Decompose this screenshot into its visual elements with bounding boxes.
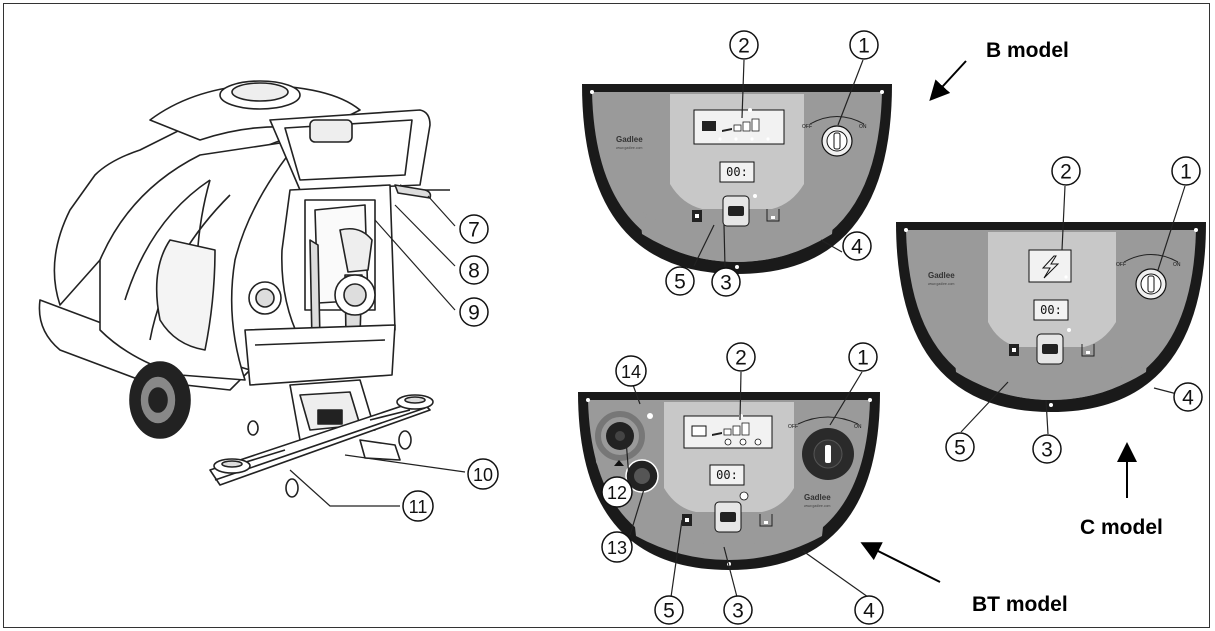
callout-8: 8 — [459, 255, 489, 285]
panel-b: 00: Gadlee www.gadlee.com OFF ON — [582, 84, 892, 274]
machine-leader-lines — [289, 195, 466, 507]
callout-b-3: 3 — [711, 267, 741, 297]
brand-url: www.gadlee.com — [928, 282, 955, 286]
svg-text:4: 4 — [863, 600, 875, 623]
key-on-label: ON — [859, 124, 867, 130]
panel-bt: 00: OFF ON Gadlee www.gadlee.com — [578, 392, 880, 570]
callout-bt-12: 12 — [601, 476, 633, 508]
callout-b-1: 1 — [849, 30, 879, 60]
callout-9: 9 — [459, 297, 489, 327]
key-off-label: OFF — [788, 424, 798, 430]
callout-10: 10 — [467, 458, 499, 490]
counter-display: 00: — [726, 165, 748, 179]
svg-text:2: 2 — [738, 35, 750, 58]
svg-text:1: 1 — [858, 35, 870, 58]
callout-c-1: 1 — [1171, 156, 1201, 186]
scrubber-machine — [38, 80, 450, 498]
brand-logo-text: Gadlee — [804, 493, 831, 502]
arrow-bt-model — [860, 542, 941, 583]
svg-text:1: 1 — [1180, 161, 1192, 184]
model-arrows — [860, 60, 1137, 583]
callout-c-3: 3 — [1032, 434, 1062, 464]
callout-c-5: 5 — [945, 432, 975, 462]
svg-text:10: 10 — [473, 465, 493, 485]
callout-bt-3: 3 — [723, 595, 753, 625]
svg-text:8: 8 — [468, 260, 480, 283]
svg-text:3: 3 — [732, 600, 744, 623]
brand-url: www.gadlee.com — [804, 504, 831, 508]
panel-c: 00: Gadlee www.gadlee.com OFF ON — [896, 222, 1206, 412]
brand-url: www.gadlee.com — [616, 146, 643, 150]
svg-text:12: 12 — [607, 483, 627, 503]
callout-7: 7 — [459, 214, 489, 244]
callout-bt-2: 2 — [726, 342, 756, 372]
callout-c-4: 4 — [1173, 382, 1203, 412]
counter-display: 00: — [1040, 303, 1062, 317]
callout-bt-4: 4 — [854, 595, 884, 625]
callout-bt-14: 14 — [615, 355, 647, 387]
svg-text:5: 5 — [663, 600, 675, 623]
callout-bt-5: 5 — [654, 595, 684, 625]
svg-text:9: 9 — [468, 302, 480, 325]
brand-logo-text: Gadlee — [616, 135, 643, 144]
key-on-label: ON — [1173, 262, 1181, 268]
figure-border — [3, 3, 1210, 628]
svg-text:4: 4 — [1182, 387, 1194, 410]
key-off-label: OFF — [1116, 262, 1126, 268]
svg-text:7: 7 — [468, 219, 480, 242]
arrow-b-model — [929, 60, 967, 101]
key-off-label: OFF — [802, 124, 812, 130]
callouts: 7 8 9 10 11 2 1 4 5 3 2 1 4 5 3 14 2 1 1… — [402, 30, 1203, 625]
svg-text:2: 2 — [1060, 161, 1072, 184]
svg-text:2: 2 — [735, 347, 747, 370]
svg-text:14: 14 — [621, 362, 641, 382]
svg-text:4: 4 — [851, 236, 863, 259]
callout-b-2: 2 — [729, 30, 759, 60]
key-on-label: ON — [854, 424, 862, 430]
callout-b-5: 5 — [665, 266, 695, 296]
label-b-model: B model — [986, 39, 1069, 62]
counter-display: 00: — [716, 468, 738, 482]
svg-text:3: 3 — [1041, 439, 1053, 462]
label-bt-model: BT model — [972, 593, 1068, 616]
svg-text:1: 1 — [857, 347, 869, 370]
callout-11: 11 — [402, 490, 434, 522]
callout-bt-1: 1 — [848, 342, 878, 372]
callout-c-2: 2 — [1051, 156, 1081, 186]
svg-text:5: 5 — [674, 271, 686, 294]
brand-logo-text: Gadlee — [928, 271, 955, 280]
svg-text:3: 3 — [720, 272, 732, 295]
callout-b-4: 4 — [842, 231, 872, 261]
svg-text:5: 5 — [954, 437, 966, 460]
svg-text:13: 13 — [607, 538, 627, 558]
label-c-model: C model — [1080, 516, 1163, 539]
svg-text:11: 11 — [409, 497, 428, 517]
callout-bt-13: 13 — [601, 531, 633, 563]
